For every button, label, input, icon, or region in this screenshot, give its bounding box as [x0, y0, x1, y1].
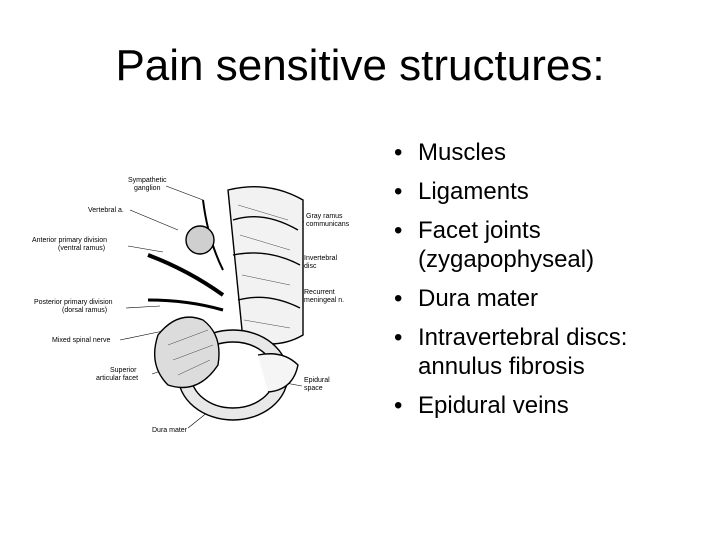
vertebra-outline — [147, 185, 304, 421]
hatching — [167, 204, 291, 376]
slide-title: Pain sensitive structures: — [115, 41, 605, 90]
label-dura-mater: Dura mater — [152, 427, 188, 434]
label-posterior-division: Posterior primary division — [34, 299, 113, 306]
bullet-item: Muscles — [390, 138, 710, 167]
label-communicans: communicans — [306, 221, 350, 228]
label-disc: disc — [304, 263, 317, 270]
label-space: space — [304, 385, 323, 392]
label-gray-ramus: Gray ramus — [306, 213, 343, 220]
spine-anatomy-drawing: Sympathetic ganglion Vertebral a. Anteri… — [32, 177, 350, 434]
label-ganglion: ganglion — [134, 185, 161, 192]
label-epidural: Epidural — [304, 377, 330, 384]
bullet-item: Facet joints (zygapophyseal) — [390, 216, 710, 274]
label-recurrent: Recurrent — [304, 289, 335, 296]
label-superior: Superior — [110, 367, 137, 374]
bullet-item: Epidural veins — [390, 391, 710, 420]
label-vertebral-a: Vertebral a. — [88, 207, 124, 214]
label-dorsal-ramus: (dorsal ramus) — [62, 307, 107, 314]
bullet-item: Dura mater — [390, 284, 710, 313]
label-invertebral: Invertebral — [304, 255, 338, 262]
label-mixed-spinal-nerve: Mixed spinal nerve — [52, 337, 110, 344]
label-sympathetic: Sympathetic — [128, 177, 167, 184]
spine-anatomy-illustration: Sympathetic ganglion Vertebral a. Anteri… — [28, 160, 368, 460]
label-articular-facet: articular facet — [96, 375, 138, 382]
bullet-item: Intravertebral discs: annulus fibrosis — [390, 323, 710, 381]
bullet-list: Muscles Ligaments Facet joints (zygapoph… — [390, 138, 710, 430]
label-ventral-ramus: (ventral ramus) — [58, 245, 105, 252]
label-meningeal-n: meningeal n. — [304, 297, 344, 304]
bullet-item: Ligaments — [390, 177, 710, 206]
label-anterior-division: Anterior primary division — [32, 237, 107, 244]
